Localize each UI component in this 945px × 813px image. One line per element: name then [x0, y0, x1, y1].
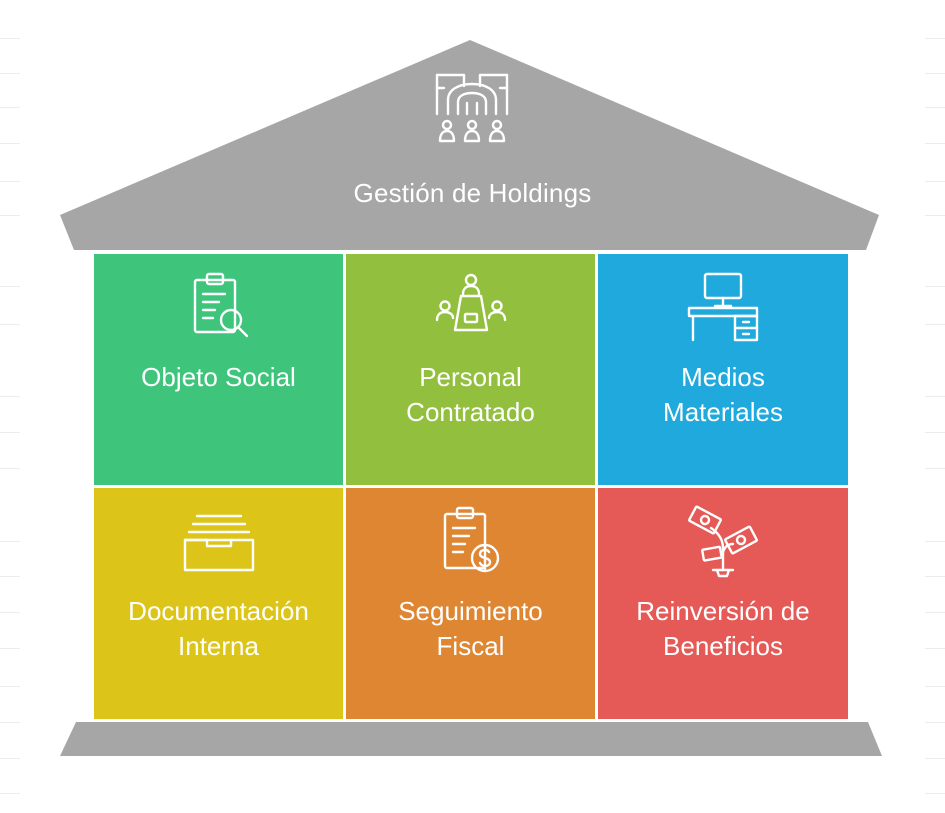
block-label-line: Contratado [406, 397, 535, 427]
money-plant-icon [685, 504, 761, 580]
roof-shape [60, 40, 879, 250]
block-label-line: Fiscal [436, 631, 505, 661]
block-objeto-social: Objeto Social [94, 254, 343, 485]
block-label-line: Reinversión de [636, 596, 810, 626]
block-medios-materiales: Medios Materiales [598, 254, 848, 485]
block-label-line: Materiales [663, 397, 783, 427]
team-meeting-icon [433, 270, 509, 346]
file-tray-icon [181, 504, 257, 580]
block-label-line: Interna [178, 631, 259, 661]
block-label-line: Seguimiento [398, 596, 543, 626]
block-label-line: Objeto Social [141, 362, 296, 392]
desk-computer-icon [685, 270, 761, 346]
clipboard-dollar-icon [433, 504, 509, 580]
block-documentacion-interna: Documentación Interna [94, 488, 343, 719]
block-seguimiento-fiscal: Seguimiento Fiscal [346, 488, 595, 719]
base-shape [60, 722, 882, 756]
block-label-line: Personal [419, 362, 522, 392]
clipboard-search-icon [181, 270, 257, 346]
block-personal-contratado: Personal Contratado [346, 254, 595, 485]
diagram-title: Gestión de Holdings [353, 178, 592, 208]
meeting-room-people-icon [434, 72, 510, 148]
block-reinversion-beneficios: Reinversión de Beneficios [598, 488, 848, 719]
block-label-line: Beneficios [663, 631, 783, 661]
block-label-line: Medios [681, 362, 765, 392]
block-label-line: Documentación [128, 596, 309, 626]
